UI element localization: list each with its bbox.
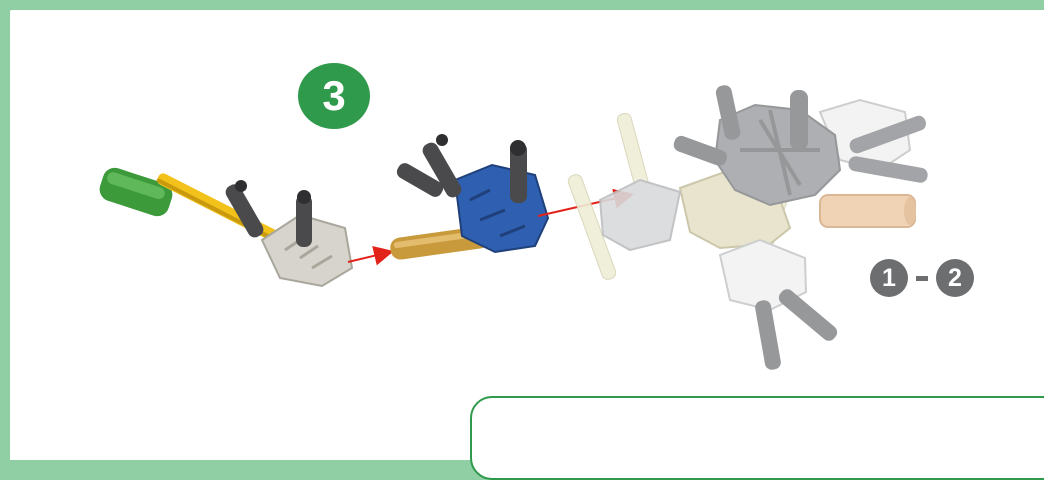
sub-instruction-frame (470, 396, 1044, 480)
reference-end-badge: 2 (936, 259, 974, 297)
red-arrow-icon (348, 252, 390, 262)
assembly-illustration (0, 0, 1044, 453)
faded-model (567, 84, 929, 371)
part-green-clip-assembly (97, 165, 352, 286)
peach-rod (820, 195, 916, 227)
green-clip (97, 165, 176, 220)
blue-connector (455, 165, 548, 252)
reference-dash (916, 276, 928, 281)
part-blue-connector-assembly (389, 134, 548, 261)
reference-range: 1 2 (870, 258, 974, 298)
reference-start-badge: 1 (870, 259, 908, 297)
step-number-badge: 3 (298, 63, 370, 129)
